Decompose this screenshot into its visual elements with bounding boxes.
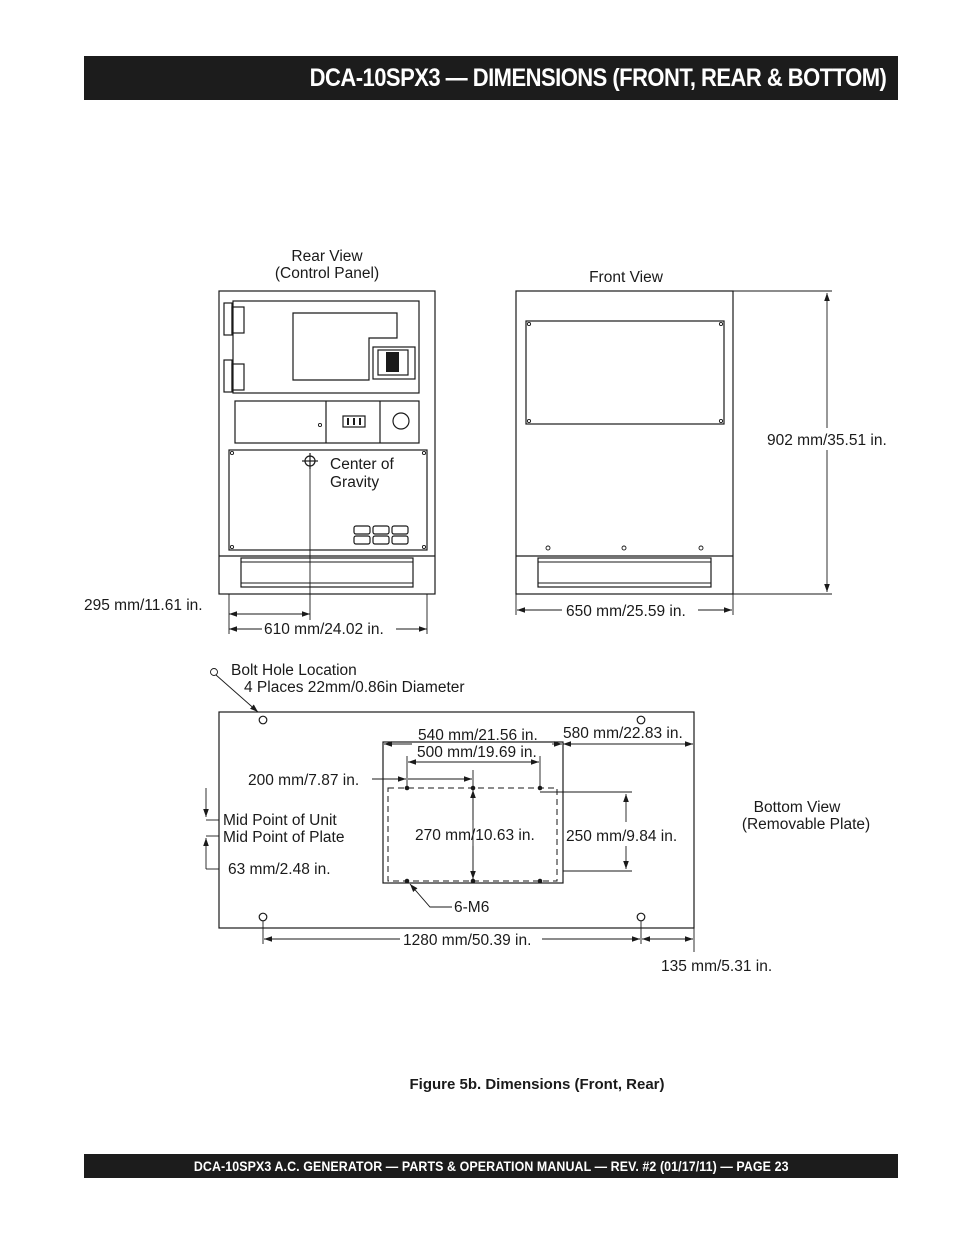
meter-face — [377, 349, 409, 376]
hinge-bottom-leaf — [231, 363, 245, 391]
front-frame — [515, 290, 734, 595]
dim-200-label: 200 mm/7.87 in. — [248, 772, 359, 789]
rear-view-subtitle: (Control Panel) — [275, 265, 379, 282]
center-of-gravity-icon — [302, 453, 318, 469]
m6-label: 6-M6 — [454, 899, 489, 916]
front-panel — [525, 320, 725, 425]
dim-1280-label: 1280 mm/50.39 in. — [403, 932, 531, 949]
front-view: Front View 902 mm/35.51 in. 650 mm/25.59… — [515, 269, 887, 620]
page-header: DCA-10SPX3 — DIMENSIONS (FRONT, REAR & B… — [84, 56, 898, 100]
dim-540-label: 540 mm/21.56 in. — [418, 727, 538, 744]
cog-label-2: Gravity — [330, 474, 379, 491]
dim-295-label: 295 mm/11.61 in. — [84, 597, 203, 614]
bolt-hole — [258, 715, 268, 725]
bolt-hole — [636, 912, 646, 922]
mid-point-unit-label: Mid Point of Unit — [223, 812, 337, 829]
bottom-view: Bolt Hole Location 4 Places 22mm/0.86in … — [203, 662, 870, 975]
panel-opening — [292, 312, 398, 381]
page-footer: DCA-10SPX3 A.C. GENERATOR — PARTS & OPER… — [84, 1154, 898, 1178]
bottom-view-subtitle: (Removable Plate) — [742, 816, 870, 833]
dim-500-label: 500 mm/19.69 in. — [417, 744, 537, 761]
front-skid — [537, 557, 712, 588]
hinge-bottom — [223, 359, 233, 393]
mid-point-plate-label: Mid Point of Plate — [223, 829, 344, 846]
rear-view: Rear View (Control Panel) — [84, 248, 436, 638]
dim-650-label: 650 mm/25.59 in. — [566, 603, 686, 620]
rear-view-title: Rear View — [291, 248, 363, 265]
hinge-top-leaf — [231, 306, 245, 334]
bolt-hole-label-2: 4 Places 22mm/0.86in Diameter — [244, 679, 465, 696]
page-title: DCA-10SPX3 — DIMENSIONS (FRONT, REAR & B… — [309, 63, 886, 92]
control-panel-door — [232, 300, 420, 394]
figure-caption: Figure 5b. Dimensions (Front, Rear) — [409, 1076, 665, 1093]
dim-580-label: 580 mm/22.83 in. — [563, 725, 683, 742]
cog-label: Center of — [330, 456, 394, 473]
rear-frame — [218, 290, 436, 595]
front-view-title: Front View — [589, 269, 664, 286]
lower-panel — [228, 449, 428, 551]
meter-display — [386, 352, 399, 372]
breaker-knob — [392, 412, 410, 430]
control-strip — [234, 400, 420, 444]
bolt-hole — [636, 715, 646, 725]
dim-902-label: 902 mm/35.51 in. — [767, 432, 887, 449]
terminal-blocks — [353, 525, 409, 545]
bottom-view-title: Bottom View — [754, 799, 842, 816]
meter-box — [372, 346, 416, 380]
dim-610-label: 610 mm/24.02 in. — [264, 621, 384, 638]
dim-250-label: 250 mm/9.84 in. — [566, 828, 677, 845]
bolt-hole — [258, 912, 268, 922]
dim-63-label: 63 mm/2.48 in. — [228, 861, 331, 878]
dim-135-label: 135 mm/5.31 in. — [661, 958, 772, 975]
rear-skid — [240, 557, 414, 588]
dim-270-label: 270 mm/10.63 in. — [415, 827, 535, 844]
bolt-hole-label: Bolt Hole Location — [231, 662, 357, 679]
footer-text: DCA-10SPX3 A.C. GENERATOR — PARTS & OPER… — [193, 1158, 789, 1174]
hinge-top — [223, 302, 233, 336]
